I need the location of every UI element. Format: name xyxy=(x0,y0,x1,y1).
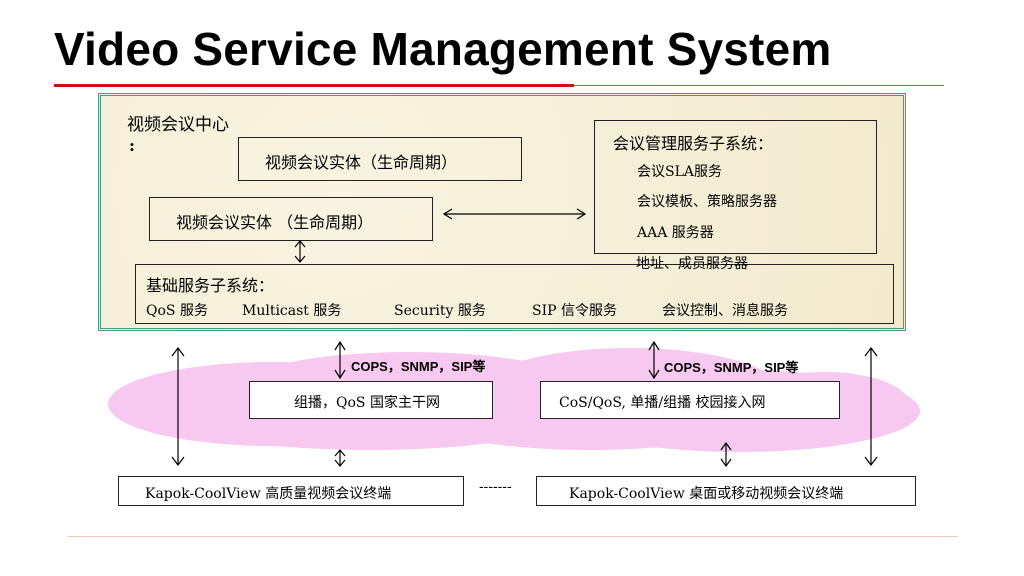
entity-box-1: 视频会议实体（生命周期） xyxy=(238,137,522,181)
terminal-hq-box: Kapok-CoolView 高质量视频会议终端 xyxy=(118,476,464,506)
conference-center-panel: 视频会议中心 : 视频会议实体（生命周期） 视频会议实体 （生命周期） 会议管理… xyxy=(98,93,906,331)
backbone-terminal-arrow xyxy=(334,449,346,467)
base-item: QoS 服务 xyxy=(146,303,208,319)
title-underline xyxy=(54,84,574,87)
backbone-network-box: 组播，QoS 国家主干网 xyxy=(249,381,493,419)
footer-rule xyxy=(68,536,958,537)
mgmt-item: 会议模板、策略服务器 xyxy=(637,194,777,210)
base-item: SIP 信令服务 xyxy=(532,303,617,319)
entity-box-1-label: 视频会议实体（生命周期） xyxy=(265,153,458,172)
center-colon: : xyxy=(129,136,135,155)
mgmt-item: AAA 服务器 xyxy=(637,225,714,241)
protocol-label-left: COPS，SNMP，SIP等 xyxy=(351,359,486,374)
base-subsystem-box: 基础服务子系统： QoS 服务 Multicast 服务 Security 服务… xyxy=(135,264,894,324)
page-title: Video Service Management System xyxy=(54,23,832,75)
mgmt-heading: 会议管理服务子系统： xyxy=(613,134,774,153)
base-item: 会议控制、消息服务 xyxy=(662,303,788,319)
center-heading: 视频会议中心 xyxy=(127,115,229,135)
base-heading: 基础服务子系统： xyxy=(146,276,275,295)
mgmt-item: 会议SLA服务 xyxy=(637,164,722,180)
base-item: Security 服务 xyxy=(394,303,486,319)
campus-network-box: CoS/QoS, 单播/组播 校园接入网 xyxy=(540,381,840,419)
terminal-hq-label: Kapok-CoolView 高质量视频会议终端 xyxy=(145,486,392,502)
entity-box-2: 视频会议实体 （生命周期） xyxy=(149,197,433,241)
protocol-label-right: COPS，SNMP，SIP等 xyxy=(664,360,799,375)
terminal-dashes: ------- xyxy=(479,478,512,494)
campus-network-label: CoS/QoS, 单播/组播 校园接入网 xyxy=(559,395,766,411)
terminal-desktop-box: Kapok-CoolView 桌面或移动视频会议终端 xyxy=(536,476,916,506)
mgmt-subsystem-box: 会议管理服务子系统： 会议SLA服务 会议模板、策略服务器 AAA 服务器 xyxy=(594,120,877,254)
entity-box-2-label: 视频会议实体 （生命周期） xyxy=(176,213,374,232)
terminal-desktop-label: Kapok-CoolView 桌面或移动视频会议终端 xyxy=(569,486,844,502)
base-item: Multicast 服务 xyxy=(242,303,342,319)
backbone-network-label: 组播，QoS 国家主干网 xyxy=(294,395,440,411)
mgmt-item: 地址、成员服务器 xyxy=(636,256,748,272)
title-underline-thin xyxy=(574,85,944,86)
